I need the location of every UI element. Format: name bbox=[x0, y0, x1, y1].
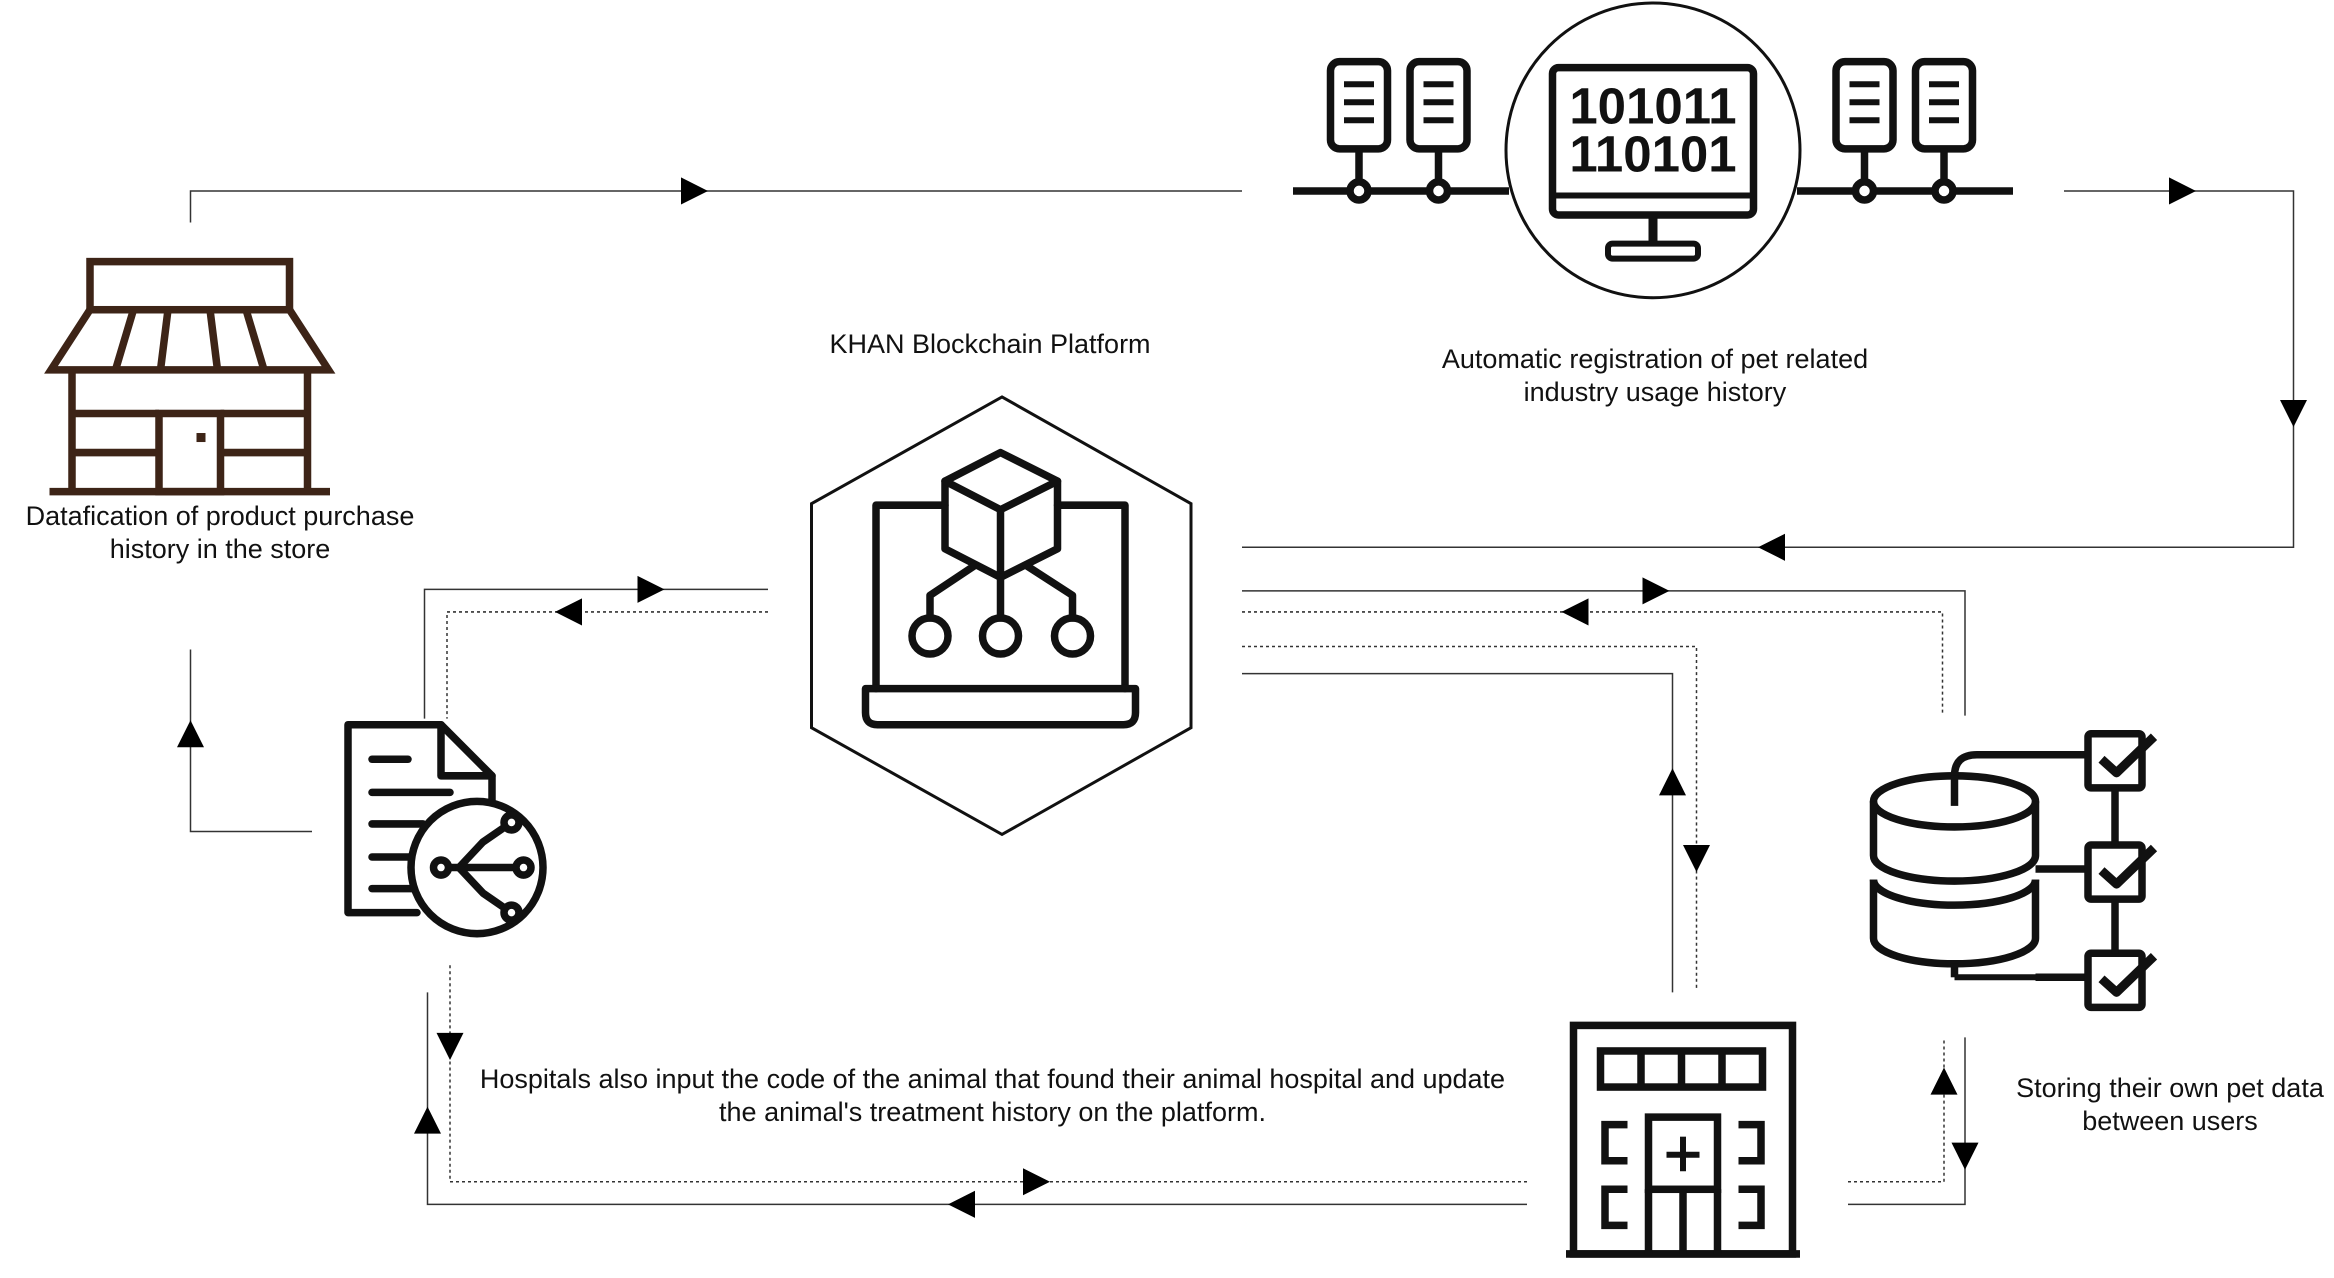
flow-hospital-database-solid bbox=[1848, 1037, 1966, 1206]
platform-title: KHAN Blockchain Platform bbox=[780, 328, 1200, 361]
storage-caption-line-1: Storing their own pet data bbox=[2016, 1073, 2324, 1103]
arrow-down bbox=[436, 1032, 464, 1060]
registration-caption: Automatic registration of pet related in… bbox=[1405, 343, 1905, 409]
hospital-caption: Hospitals also input the code of the ani… bbox=[470, 1063, 1515, 1129]
flow-platform-database-solid bbox=[1242, 590, 1966, 716]
flow-platform-hospital-solid bbox=[1242, 672, 1674, 993]
arrowheads bbox=[177, 177, 2307, 1218]
database-checklist-icon bbox=[1869, 729, 2158, 1012]
arrow-up bbox=[177, 720, 204, 748]
flow-lines bbox=[189, 190, 2295, 1206]
arrow-left bbox=[1561, 598, 1589, 626]
arrow-up bbox=[414, 1106, 441, 1134]
flow-document-to-store bbox=[189, 649, 312, 833]
arrow-right bbox=[637, 575, 665, 603]
binary-line-2: 110101 bbox=[1569, 125, 1736, 182]
flow-store-to-registry bbox=[189, 190, 1242, 223]
arrow-up bbox=[1659, 768, 1686, 796]
arrow-down bbox=[2280, 399, 2307, 428]
arrow-up bbox=[1930, 1067, 1958, 1095]
registration-caption-line-2: industry usage history bbox=[1523, 377, 1787, 407]
store-icon bbox=[44, 257, 336, 496]
blockchain-platform-icon bbox=[810, 395, 1193, 837]
arrow-down bbox=[1951, 1142, 1979, 1170]
flow-platform-document-solid bbox=[423, 588, 768, 719]
flow-platform-document-dotted bbox=[446, 611, 768, 719]
hospital-caption-line-2: the animal's treatment history on the pl… bbox=[719, 1097, 1266, 1127]
arrow-right bbox=[2169, 177, 2196, 205]
flow-platform-database-dotted bbox=[1242, 611, 1944, 716]
flow-hospital-database-dotted bbox=[1848, 1037, 1945, 1183]
hospital-icon bbox=[1566, 1021, 1800, 1258]
digital-document-icon bbox=[344, 720, 547, 938]
platform-title-text: KHAN Blockchain Platform bbox=[829, 329, 1151, 359]
binary-line-1: 101011 bbox=[1569, 77, 1736, 134]
arrow-right bbox=[1642, 577, 1670, 605]
registration-caption-line-1: Automatic registration of pet related bbox=[1441, 344, 1869, 374]
hospital-caption-line-1: Hospitals also input the code of the ani… bbox=[479, 1064, 1506, 1094]
flow-platform-hospital-dotted bbox=[1242, 645, 1698, 988]
flow-hospital-document-solid bbox=[426, 992, 1527, 1206]
arrow-left bbox=[555, 598, 582, 626]
arrow-right bbox=[681, 177, 708, 205]
storage-caption: Storing their own pet data between users bbox=[1980, 1072, 2334, 1138]
arrow-left bbox=[948, 1190, 975, 1218]
arrow-right bbox=[1023, 1168, 1050, 1196]
store-caption-line-1: Datafication of product purchase bbox=[25, 501, 415, 531]
store-caption-line-2: history in the store bbox=[109, 534, 331, 564]
arrow-left bbox=[1758, 533, 1785, 561]
store-caption: Datafication of product purchase history… bbox=[0, 500, 440, 566]
arrow-down bbox=[1683, 844, 1710, 873]
server-network-icon bbox=[1293, 57, 2013, 204]
storage-caption-line-2: between users bbox=[2082, 1106, 2258, 1136]
monitor-binary-icon: 101011 110101 bbox=[1504, 1, 1802, 300]
